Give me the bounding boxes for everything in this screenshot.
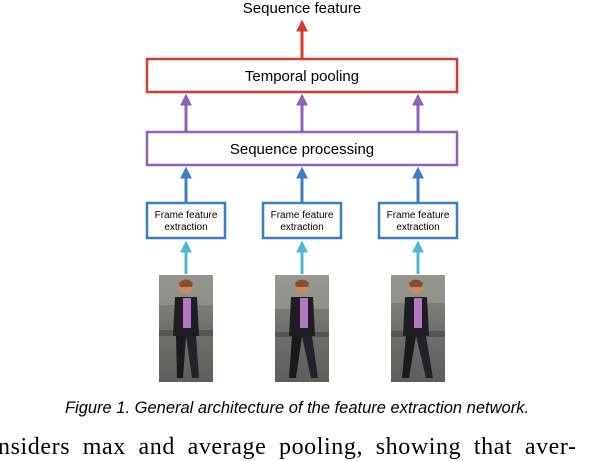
input-frame-image-2	[275, 275, 329, 382]
frame-feature-box-3: Frame feature extraction	[377, 201, 459, 240]
sequence-feature-label: Sequence feature	[243, 0, 361, 17]
sequence-processing-label: Sequence processing	[230, 141, 374, 158]
temporal-pooling-label: Temporal pooling	[245, 68, 359, 85]
frame-extraction-label-3: extraction	[396, 222, 439, 233]
body-text-fragment: nsiders max and average pooling, showing…	[0, 434, 577, 460]
temporal-pooling-box: Temporal pooling	[145, 57, 459, 94]
sequence-processing-box: Sequence processing	[145, 130, 459, 167]
frame-feature-box-2: Frame feature extraction	[261, 201, 343, 240]
frame-extraction-label-2: extraction	[280, 222, 323, 233]
frame-feature-box-1: Frame feature extraction	[145, 201, 227, 240]
frame-feature-label-3: Frame feature	[387, 210, 450, 221]
frame-feature-label-1: Frame feature	[155, 210, 218, 221]
input-frame-image-3	[391, 275, 445, 382]
figure-caption: Figure 1. General architecture of the fe…	[64, 399, 530, 417]
frame-feature-label-2: Frame feature	[271, 210, 334, 221]
input-frame-image-1	[159, 275, 213, 382]
frame-extraction-label-1: extraction	[164, 222, 207, 233]
